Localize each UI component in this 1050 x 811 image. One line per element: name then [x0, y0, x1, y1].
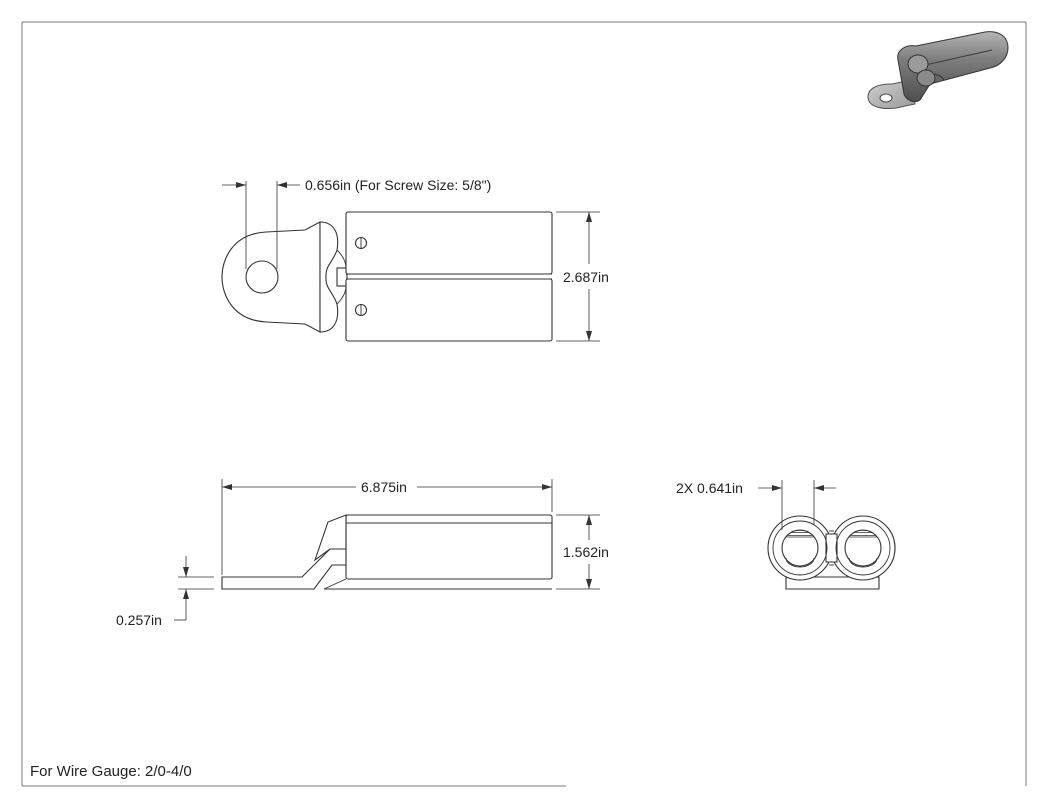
iso-view — [867, 31, 1009, 109]
dim-length — [221, 479, 553, 575]
dim-length-label: 6.875in — [361, 479, 407, 495]
dim-height — [556, 514, 600, 590]
mounting-hole — [245, 260, 279, 294]
end-view — [767, 515, 896, 590]
sheet-border — [21, 21, 1027, 787]
dim-hole-label: 0.656in (For Screw Size: 5/8") — [305, 177, 491, 193]
barrel-upper — [345, 211, 553, 275]
dim-height-label: 1.562in — [563, 544, 609, 560]
dim-width — [556, 211, 600, 342]
dim-barrel-label: 2X 0.641in — [676, 480, 743, 496]
wire-gauge-note: For Wire Gauge: 2/0-4/0 — [30, 763, 192, 780]
dim-hole — [222, 181, 300, 269]
barrel-lower — [345, 278, 553, 342]
dim-tongue — [174, 556, 214, 621]
dim-width-label: 2.687in — [563, 269, 609, 285]
dim-barrel — [758, 480, 836, 530]
side-barrel — [345, 514, 553, 580]
dim-tongue-label: 0.257in — [116, 612, 162, 628]
top-view — [221, 211, 553, 342]
side-view — [221, 514, 553, 590]
